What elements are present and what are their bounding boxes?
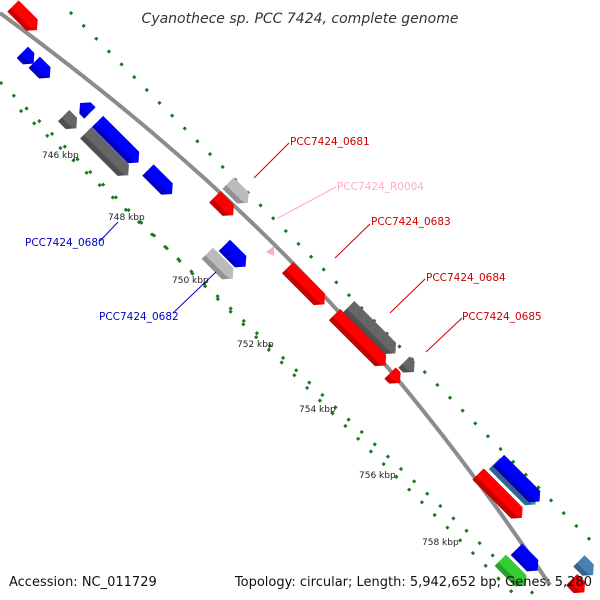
gene-arrow-blue-e[interactable] bbox=[142, 164, 177, 199]
gene-arrow-blue-c[interactable] bbox=[74, 97, 96, 119]
callout-line-0683 bbox=[334, 223, 371, 259]
gene-label-0680[interactable]: PCC7424_0680 bbox=[25, 237, 105, 249]
genome-stats-text: Topology: circular; Length: 5,942,652 bp… bbox=[234, 575, 592, 590]
gene-label-0684[interactable]: PCC7424_0684 bbox=[426, 272, 506, 284]
gene-arrow-0684-gray[interactable] bbox=[343, 301, 401, 359]
callout-line-r0004 bbox=[277, 186, 337, 219]
gene-arrow-steel-b[interactable] bbox=[573, 555, 598, 580]
callout-line-0684 bbox=[389, 278, 426, 314]
callout-lines bbox=[99, 142, 463, 353]
gene-features bbox=[7, 0, 598, 598]
gene-arrow-0681-red[interactable] bbox=[209, 191, 239, 221]
gene-label-0685[interactable]: PCC7424_0685 bbox=[462, 311, 542, 323]
callout-line-0682 bbox=[172, 271, 217, 314]
gene-arrow-red-top[interactable] bbox=[7, 0, 42, 35]
genome-backbone bbox=[0, 11, 552, 587]
gene-arrow-blue-d[interactable] bbox=[91, 115, 144, 168]
gene-arrow-blue-g[interactable] bbox=[510, 543, 544, 577]
gene-label-r0004[interactable]: PCC7424_R0004 bbox=[337, 181, 424, 193]
accession-text: Accession: NC_011729 bbox=[9, 575, 157, 590]
gene-arrow-0681-lgray[interactable] bbox=[222, 177, 253, 208]
scale-label-746: 746 kbp bbox=[42, 151, 79, 161]
gene-arrow-r0004[interactable] bbox=[266, 246, 274, 256]
gene-arrow-gray-b[interactable] bbox=[80, 127, 134, 181]
gene-arrow-red-g[interactable] bbox=[565, 573, 590, 598]
gene-arrow-0685-gray[interactable] bbox=[398, 356, 419, 377]
gene-arrow-0685-red[interactable] bbox=[384, 367, 405, 388]
gene-arrow-blue-a[interactable] bbox=[16, 46, 40, 70]
tick-row-1 bbox=[68, 10, 600, 552]
tick-row-3 bbox=[18, 108, 542, 600]
gene-arrow-blue-f[interactable] bbox=[492, 454, 545, 507]
gene-label-0683[interactable]: PCC7424_0683 bbox=[371, 216, 451, 228]
scale-label-750: 750 kbp bbox=[172, 276, 209, 286]
scale-label-756: 756 kbp bbox=[359, 471, 396, 481]
gene-arrow-red-f[interactable] bbox=[472, 468, 527, 523]
gene-arrow-blue-b[interactable] bbox=[28, 56, 56, 84]
scale-label-758: 758 kbp bbox=[422, 538, 459, 548]
callout-line-0685 bbox=[425, 317, 463, 353]
scale-label-754: 754 kbp bbox=[299, 405, 336, 415]
callout-line-0680 bbox=[99, 221, 119, 242]
gene-arrow-0682-blue[interactable] bbox=[218, 239, 252, 273]
gene-arrow-0682-lgray[interactable] bbox=[201, 247, 239, 285]
gene-arrow-0683[interactable] bbox=[281, 261, 330, 310]
map-title: Cyanothece sp. PCC 7424, complete genome bbox=[142, 11, 459, 27]
gene-arrow-0684-red[interactable] bbox=[328, 308, 391, 371]
scale-label-748: 748 kbp bbox=[108, 213, 145, 223]
gene-arrow-green[interactable] bbox=[494, 554, 532, 592]
callout-line-0681 bbox=[253, 142, 290, 179]
scale-label-752: 752 kbp bbox=[237, 340, 274, 350]
gene-arrow-gray-a[interactable] bbox=[57, 109, 82, 134]
gene-label-0681[interactable]: PCC7424_0681 bbox=[290, 136, 370, 148]
scale-tick-rows bbox=[0, 10, 600, 600]
gene-label-0682[interactable]: PCC7424_0682 bbox=[99, 311, 179, 323]
